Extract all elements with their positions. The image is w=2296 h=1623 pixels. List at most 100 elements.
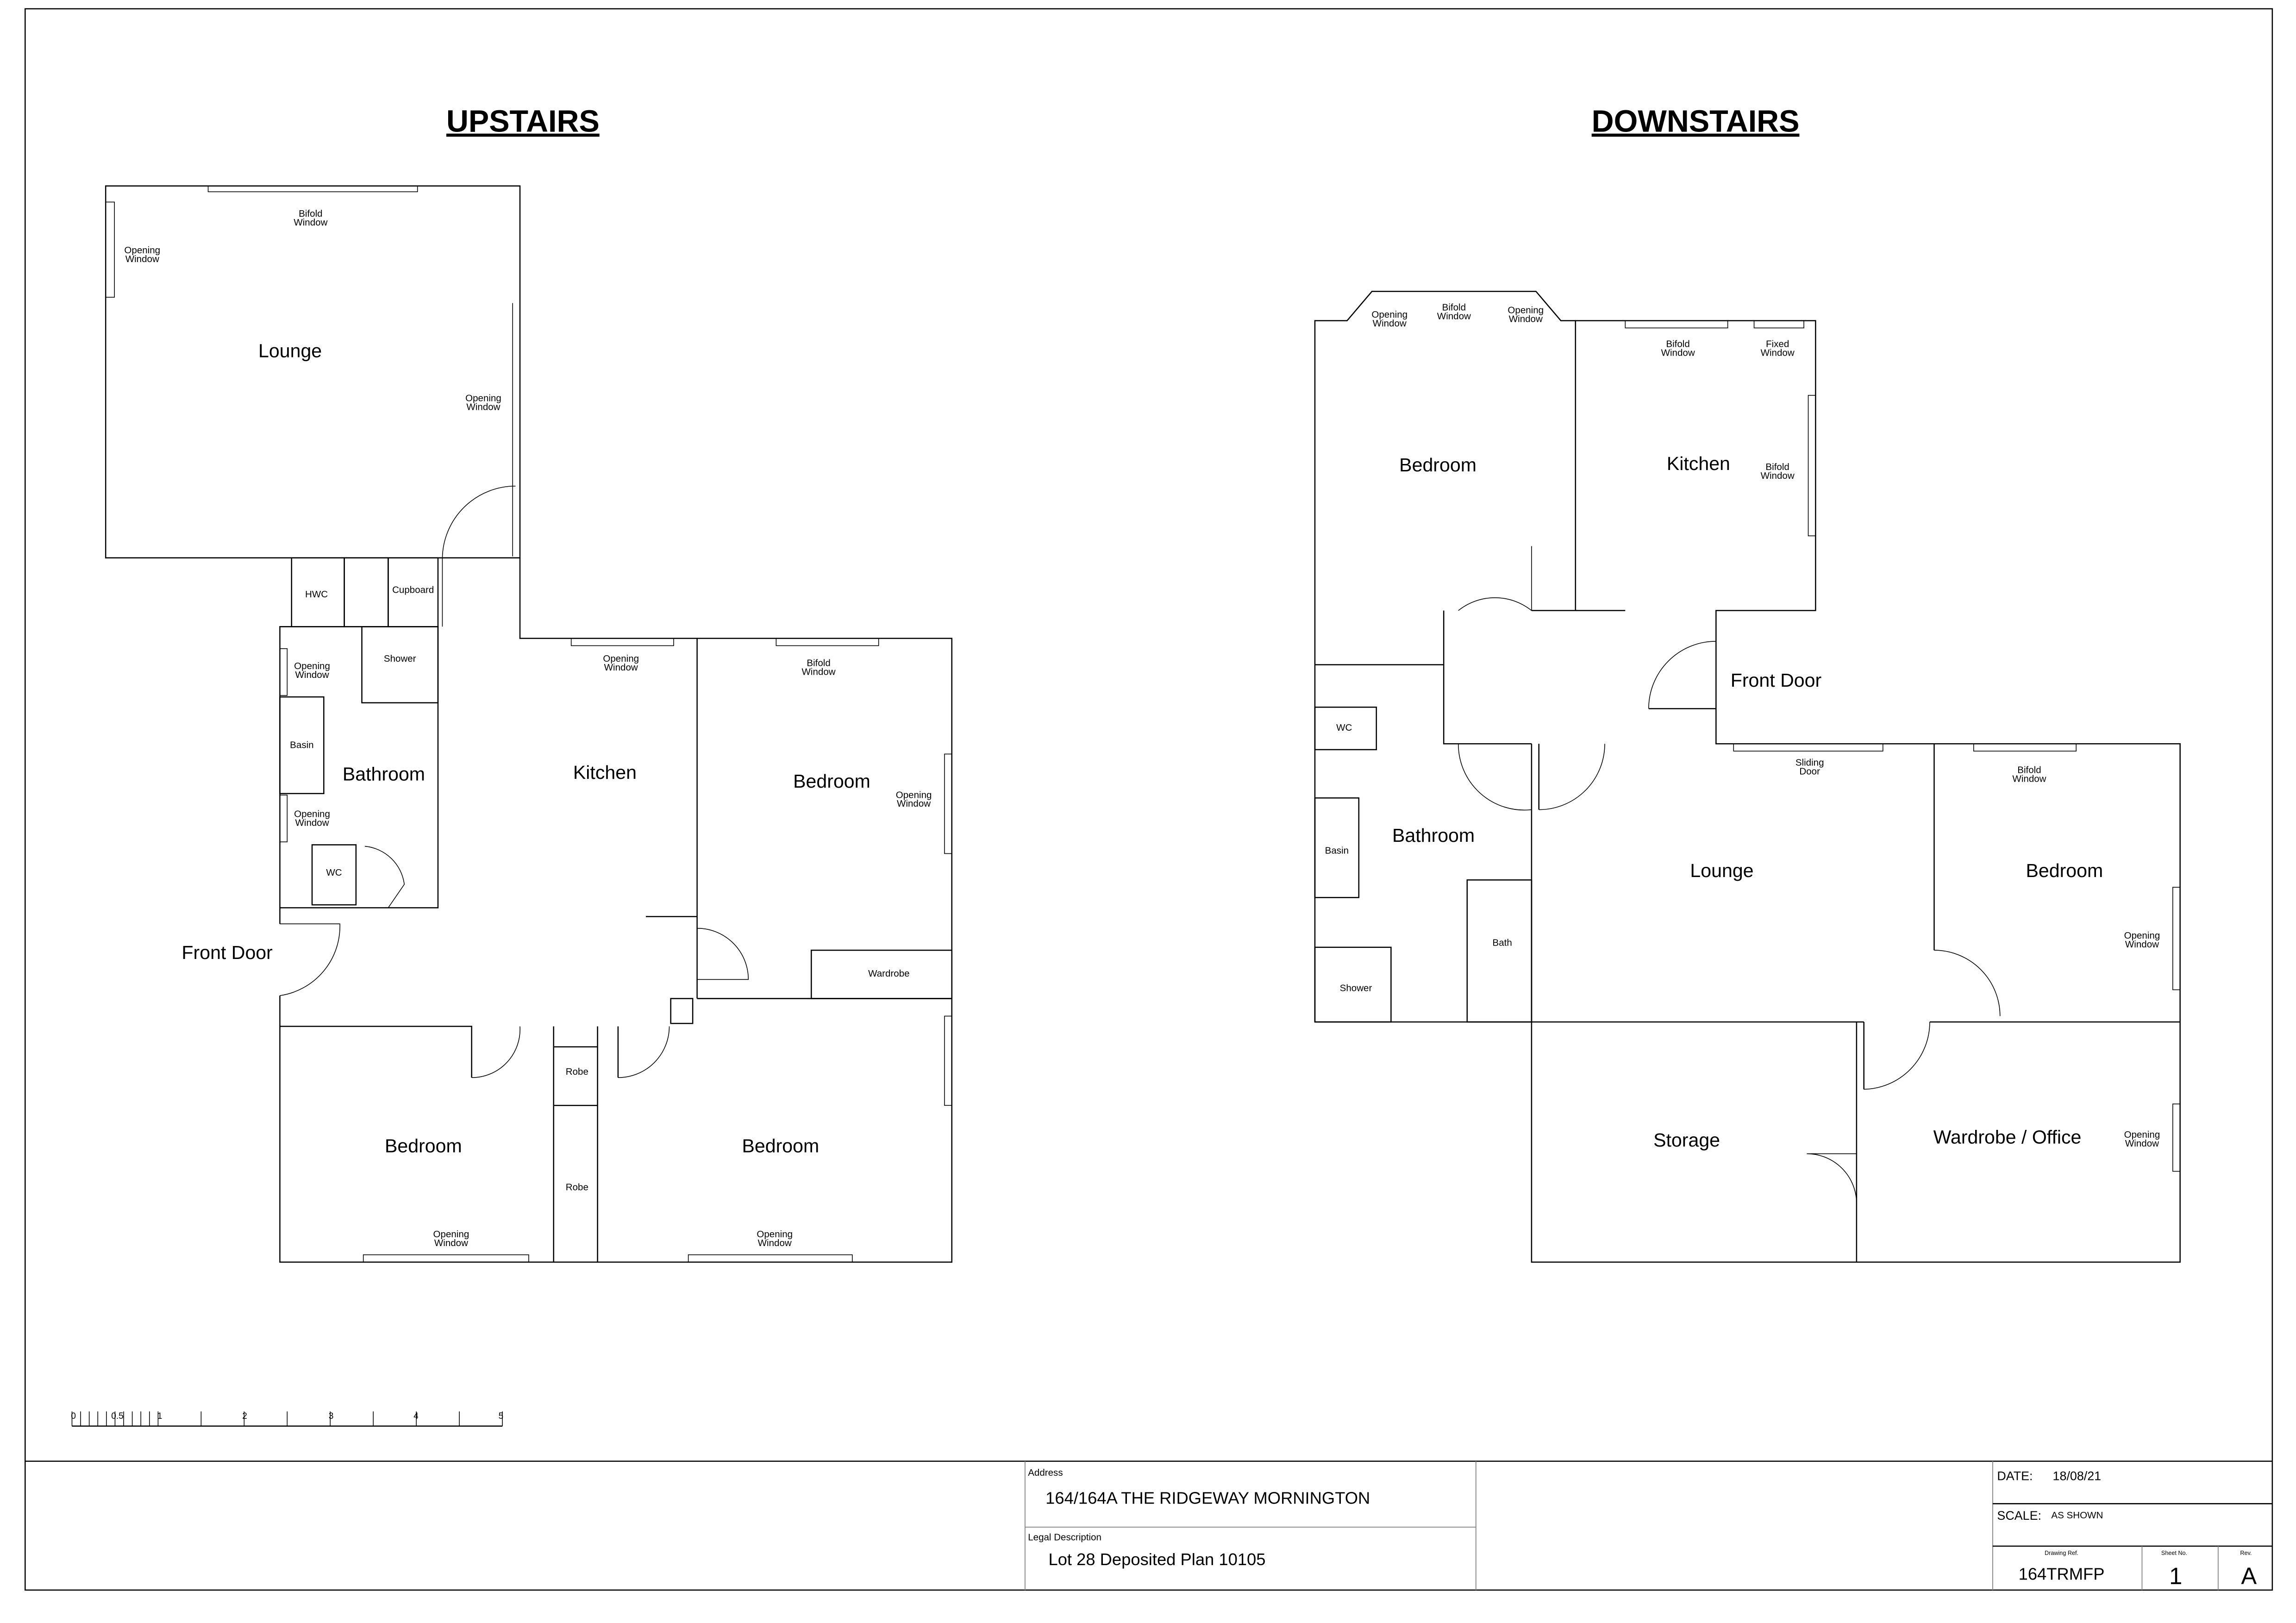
svg-text:Opening: Opening bbox=[1371, 309, 1408, 320]
svg-text:Opening: Opening bbox=[294, 808, 330, 819]
svg-text:Window: Window bbox=[1437, 311, 1471, 321]
svg-text:Window: Window bbox=[802, 667, 836, 677]
fixture-label: Cupboard bbox=[392, 585, 434, 595]
room-label-lounge: Lounge bbox=[258, 340, 322, 362]
upstairs-plan: Lounge Bathroom Kitchen Bedroom Bedroom … bbox=[105, 185, 953, 1263]
room-label-bathroom: Bathroom bbox=[1392, 825, 1475, 846]
scale-tick-label: 3 bbox=[329, 1411, 334, 1421]
sheet-number-label: Sheet No. bbox=[2161, 1550, 2187, 1556]
sheet-number-value: 1 bbox=[2169, 1563, 2182, 1589]
room-label-bedroom: Bedroom bbox=[1399, 454, 1476, 476]
svg-text:Bifold: Bifold bbox=[1765, 462, 1789, 472]
svg-text:Window: Window bbox=[897, 798, 931, 809]
svg-text:Bifold: Bifold bbox=[299, 208, 322, 219]
svg-text:Window: Window bbox=[295, 670, 329, 680]
room-label-kitchen: Kitchen bbox=[1667, 453, 1730, 474]
address-value: 164/164A THE RIDGEWAY MORNINGTON bbox=[1045, 1488, 1370, 1507]
svg-text:Window: Window bbox=[434, 1238, 468, 1248]
svg-text:Opening: Opening bbox=[124, 245, 160, 256]
svg-text:Window: Window bbox=[1509, 314, 1543, 325]
legal-description-value: Lot 28 Deposited Plan 10105 bbox=[1048, 1550, 1265, 1569]
date-label: DATE: bbox=[1997, 1469, 2033, 1483]
svg-text:Opening: Opening bbox=[1508, 305, 1544, 316]
fixture-label: Basin bbox=[1325, 845, 1349, 856]
svg-text:Bifold: Bifold bbox=[1442, 302, 1466, 313]
svg-text:Opening: Opening bbox=[896, 790, 932, 800]
svg-text:Window: Window bbox=[604, 662, 638, 673]
address-label: Address bbox=[1028, 1467, 1063, 1478]
svg-text:Door: Door bbox=[1799, 766, 1820, 777]
room-label-bedroom: Bedroom bbox=[385, 1135, 462, 1156]
fixture-label: HWC bbox=[305, 589, 328, 600]
svg-text:Fixed: Fixed bbox=[1766, 338, 1789, 349]
legal-description-label: Legal Description bbox=[1028, 1532, 1101, 1542]
scale-value: AS SHOWN bbox=[2051, 1510, 2103, 1521]
scale-bar: 0 0.5 1 2 3 4 5 bbox=[71, 1411, 504, 1427]
room-label-bedroom: Bedroom bbox=[2026, 860, 2103, 881]
fixture-label: WC bbox=[1336, 722, 1352, 733]
svg-text:Window: Window bbox=[2012, 773, 2046, 784]
room-label-bedroom: Bedroom bbox=[742, 1135, 819, 1156]
svg-text:Opening: Opening bbox=[294, 661, 330, 671]
svg-text:Window: Window bbox=[1761, 347, 1795, 358]
fixture-label: WC bbox=[326, 867, 342, 878]
room-label-front-door: Front Door bbox=[1731, 670, 1821, 691]
fixture-label: Shower bbox=[1340, 983, 1372, 994]
svg-text:Bifold: Bifold bbox=[807, 658, 830, 669]
svg-text:Sliding: Sliding bbox=[1796, 758, 1824, 768]
svg-text:Opening: Opening bbox=[603, 653, 639, 664]
scale-tick-label: 5 bbox=[499, 1411, 504, 1421]
svg-text:Window: Window bbox=[1373, 318, 1407, 329]
title-block: Address 164/164A THE RIDGEWAY MORNINGTON… bbox=[25, 1460, 2272, 1590]
svg-text:Bifold: Bifold bbox=[2017, 765, 2041, 775]
svg-text:Window: Window bbox=[758, 1238, 792, 1248]
svg-text:Window: Window bbox=[2125, 939, 2159, 950]
svg-text:Window: Window bbox=[1661, 347, 1695, 358]
drawing-ref-value: 164TRMFP bbox=[2019, 1565, 2105, 1584]
svg-text:Window: Window bbox=[295, 817, 329, 828]
scale-tick-label: 1 bbox=[157, 1411, 163, 1421]
svg-text:Window: Window bbox=[125, 254, 159, 264]
drawing-ref-label: Drawing Ref. bbox=[2045, 1550, 2078, 1556]
upstairs-heading: UPSTAIRS bbox=[446, 105, 600, 139]
room-label-front-door: Front Door bbox=[181, 942, 272, 963]
fixture-label: Robe bbox=[566, 1182, 588, 1193]
svg-text:Opening: Opening bbox=[2124, 930, 2160, 941]
room-label-bedroom: Bedroom bbox=[793, 771, 870, 792]
room-label-wardrobe-office: Wardrobe / Office bbox=[1933, 1126, 2082, 1147]
scale-label: SCALE: bbox=[1997, 1509, 2041, 1523]
fixture-label: Basin bbox=[290, 740, 313, 751]
downstairs-heading: DOWNSTAIRS bbox=[1592, 105, 1800, 139]
svg-text:Window: Window bbox=[2125, 1138, 2159, 1149]
svg-text:Opening: Opening bbox=[465, 393, 501, 403]
date-value: 18/08/21 bbox=[2053, 1469, 2102, 1483]
revision-label: Rev. bbox=[2240, 1550, 2252, 1556]
fixture-label: Wardrobe bbox=[868, 968, 909, 979]
room-label-storage: Storage bbox=[1653, 1129, 1720, 1151]
svg-text:Window: Window bbox=[466, 401, 500, 412]
sheet-border bbox=[25, 8, 2273, 1591]
svg-text:Window: Window bbox=[1761, 470, 1795, 481]
revision-value: A bbox=[2241, 1563, 2257, 1589]
fixture-label: Bath bbox=[1493, 938, 1512, 948]
downstairs-plan: Bedroom Kitchen Front Door Bathroom Loun… bbox=[1314, 290, 2181, 1263]
